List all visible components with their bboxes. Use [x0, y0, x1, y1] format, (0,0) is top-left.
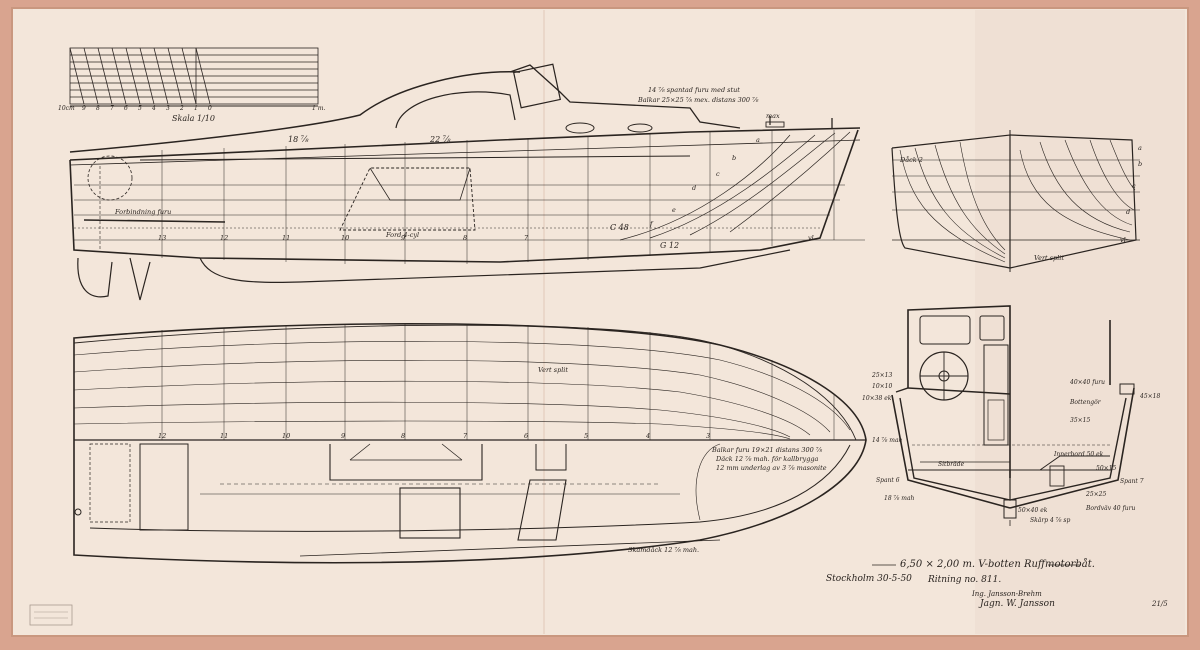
section-label-s11: Innerbord 50 ek [1053, 451, 1104, 458]
station-number: 9 [401, 234, 405, 242]
plan-station: 12 [158, 432, 166, 440]
plan-view [73, 322, 867, 564]
section-label-s10: 45×18 [1139, 393, 1160, 400]
plan-station: 11 [220, 432, 228, 440]
vl-label: vl [808, 234, 814, 242]
section-label-s6: 18 ⅞ mah [884, 495, 915, 502]
section-label-s18: Skärp 4 ⅞ sp [1030, 517, 1070, 524]
scale-tick: 10cm [58, 105, 75, 112]
station-number: 7 [524, 234, 529, 242]
plan-station: 6 [524, 432, 528, 440]
plan-note-3: 12 mm underlag av 3 ⅞ masonite [716, 464, 827, 472]
scale-tick: 8 [96, 105, 100, 112]
section-label-s20: 40×40 furu [1069, 379, 1105, 386]
waterline-b: b [732, 154, 736, 162]
rail-note-1: 14 ⅞ spantad furu med stut [648, 86, 740, 94]
section-label-s5: Spant 6 [876, 477, 900, 484]
cross-section [891, 305, 1135, 526]
signature-2: Jagn. W. Jansson [978, 599, 1055, 609]
section-label-s23: Sitbräde [938, 461, 965, 468]
station-number: 8 [463, 234, 467, 242]
engine-label: Ford 4-cyl [385, 231, 419, 239]
vert-split-label: Vert split [538, 366, 568, 374]
bp-wl-a: a [1138, 144, 1142, 152]
deck2-label: 22 ⅞ [429, 135, 451, 144]
scale-tick: 4 [151, 105, 156, 112]
plan-station: 10 [282, 432, 290, 440]
bp-wl-d: d [1126, 208, 1130, 216]
plan-station: 9 [341, 432, 345, 440]
scale-grid [69, 47, 319, 105]
deck-label: 18 ⅞ [288, 135, 309, 144]
drawing-title: 6,50 × 2,00 m. V-botten Ruffmotorbåt. [900, 558, 1095, 570]
scale-tick: 2 [179, 105, 184, 112]
station-number: 12 [220, 234, 228, 242]
mast-label: max [766, 112, 780, 120]
bp-vl: vl [1120, 236, 1126, 244]
section-label-s4: 14 ⅞ mah [872, 437, 903, 444]
profile-view [69, 63, 865, 301]
waterline-a: a [756, 136, 760, 144]
section-label-s22: 25×25 [1085, 491, 1106, 498]
scale-tick: 7 [110, 105, 114, 112]
paper-right-panel [975, 10, 1185, 634]
bp-vert-split: Vert.split [1034, 254, 1064, 262]
waterline-e: e [672, 206, 676, 214]
scale-tick: 6 [124, 105, 128, 112]
station-number: 11 [282, 234, 290, 242]
scale-tick: 3 [166, 105, 170, 112]
frame-note: Forbindning furu [114, 208, 171, 216]
scale-tick: 5 [138, 105, 142, 112]
bp-wl-b: b [1138, 160, 1142, 168]
plan-station: 8 [401, 432, 405, 440]
plan-station: 5 [584, 432, 588, 440]
station-number: 13 [158, 234, 166, 242]
scale-tick: 1 [194, 105, 198, 112]
scale-label: Skala 1/10 [172, 114, 215, 123]
keel-label-2: G 12 [660, 241, 679, 250]
archive-stamp [29, 604, 73, 626]
section-label-s13: Spant 7 [1120, 478, 1144, 485]
title-block: 6,50 × 2,00 m. V-botten Ruffmotorbåt. Ri… [826, 558, 1168, 609]
scale-ticks: 10cm 9 8 7 6 5 4 3 2 1 0 1 m. [58, 105, 325, 112]
body-plan [891, 130, 1140, 272]
plan-station: 7 [463, 432, 468, 440]
keel-label-1: C 48 [610, 223, 629, 232]
plan-station: 3 [706, 432, 710, 440]
bp-deck: Dåck 2 [899, 155, 923, 164]
section-label-s7: Bottengör [1069, 399, 1102, 406]
rail-note-2: Balkar 25×25 ⅞ mex. distans 300 ⅞ [637, 96, 759, 104]
waterline-d: d [692, 184, 696, 192]
section-label-s15: Bordväv 40 furu [1085, 505, 1135, 512]
plan-note-1: Balkar furu 19×21 distans 300 ⅞ [711, 446, 823, 454]
station-number: 10 [341, 234, 349, 242]
signature-1: Ing. Jansson-Brehm [971, 590, 1042, 598]
scale-tick: 9 [82, 105, 86, 112]
scale-tick: 0 [208, 105, 212, 112]
section-label-s21: 50×15 [1096, 465, 1116, 472]
drawing-number: Ritning no. 811. [927, 575, 1001, 585]
place-date: Stockholm 30-5-50 [826, 574, 912, 584]
waterline-c: c [716, 170, 720, 178]
bp-wl-c: c [1132, 182, 1136, 190]
plan-station: 4 [645, 432, 650, 440]
scale-tick: 1 m. [312, 105, 325, 112]
corner-note: 21/5 [1151, 600, 1168, 608]
section-label-s9: 35×15 [1070, 417, 1090, 424]
skamdac-label: Skamdäck 12 ⅞ mah. [628, 546, 699, 554]
plan-note-2: Däck 12 ⅞ mah. för kallbrygga [715, 455, 819, 463]
section-label-s16: 50×40 ek [1018, 507, 1048, 514]
section-label-s2: 10×10 [872, 383, 892, 390]
section-label-s3: 10×38 ek [862, 395, 892, 402]
section-label-s1: 25×13 [871, 372, 892, 379]
waterline-f: f [649, 220, 654, 228]
